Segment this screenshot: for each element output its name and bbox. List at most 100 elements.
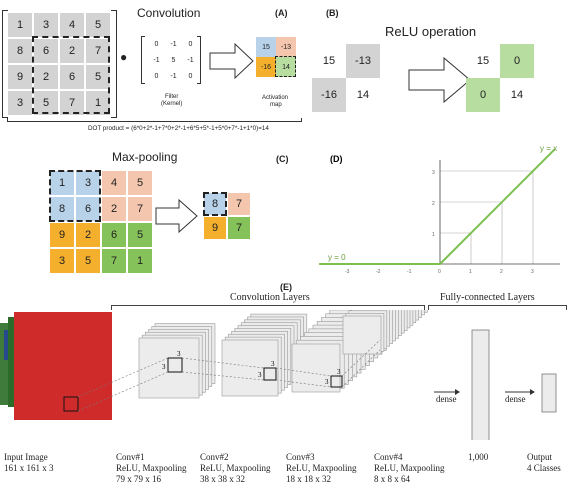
maxpool-arrow [155,198,199,234]
relu-label-y-equals-0: y = 0 [328,253,346,262]
conv3-ops: ReLU, Maxpooling [286,463,357,474]
maxpool-title: Max-pooling [112,150,177,164]
conv2-name: Conv#2 [200,452,271,463]
maxpool-window [49,170,101,222]
relu-graph: (D) 123-3-2-10123 y = x y = 0 [300,140,568,280]
maxpool-input-cell: 1 [127,248,153,274]
conv3-label: Conv#3 ReLU, Maxpooling 18 x 18 x 32 [286,452,357,485]
conv3-name: Conv#3 [286,452,357,463]
panel-label-c: (C) [276,154,289,164]
input-image [0,312,112,420]
graph-x-tick-label: 1 [469,269,472,275]
conv-input-cell: 8 [7,38,33,64]
maxpool-input-cell: 6 [101,222,127,248]
graph-x-tick-label: 2 [500,269,503,275]
kernel-cell: 5 [165,52,182,68]
relu-curve [319,149,555,264]
kernel-cell: 0 [148,36,165,52]
input-image-label: Input Image 161 x 161 x 3 [4,452,54,474]
conv-layers-label: Convolution Layers [230,292,310,303]
maxpool-input-cell: 3 [49,248,75,274]
fc-layers-label: Fully-connected Layers [440,292,535,303]
kernel-size-label: 3 [162,363,166,371]
relu-label-y-equals-x: y = x [540,144,557,153]
relu-after-cell: 15 [466,44,500,78]
relu-before-cell: 14 [346,78,380,112]
maxpool-input-cell: 4 [101,170,127,196]
dot-product-bracket [7,118,302,122]
conv2-ops: ReLU, Maxpooling [200,463,271,474]
dense-label-2: dense [505,394,526,404]
activation-window [275,56,296,77]
kernel-cell: -1 [165,68,182,84]
output-classes: 4 Classes [527,463,561,474]
dot-product-formula: DOT product = (6*0+2*-1+7*0+2*-1+6*5+5*-… [88,125,269,132]
filter-label: Filter [165,94,178,100]
graph-y-tick-label: 3 [432,170,435,176]
dense-label-1: dense [436,394,457,404]
kernel-size-label: 3 [325,378,329,386]
conv3-size: 18 x 18 x 32 [286,474,357,485]
relu-before-cell: -16 [312,78,346,112]
panel-label-a: (A) [275,8,288,18]
activation-cell: 15 [256,37,276,57]
maxpool-input-cell: 5 [127,222,153,248]
relu-after-cell: 0 [500,44,534,78]
conv4-label: Conv#4 ReLU, Maxpooling 8 x 8 x 64 [374,452,445,485]
conv4-ops: ReLU, Maxpooling [374,463,445,474]
conv2-size: 38 x 38 x 32 [200,474,271,485]
graph-y-tick-label: 2 [432,201,435,207]
fc-size-label: 1,000 [468,452,488,462]
maxpool-input-cell: 7 [101,248,127,274]
convolution-operator: ● [120,50,127,64]
kernel-cell: 0 [148,68,165,84]
activation-label-2: map [270,102,282,108]
kernel-bracket-right [197,36,201,84]
graph-x-tick-label: -2 [376,269,381,275]
conv-arrow [209,42,255,80]
activation-label: Activation [262,95,288,101]
maxpool-input-cell: 7 [127,196,153,222]
maxpool-input-cell: 9 [49,222,75,248]
fc-layer-box [472,330,489,440]
activation-cell: -13 [276,37,296,57]
input-image-title: Input Image [4,452,54,463]
panel-label-d: (D) [330,154,343,164]
conv-input-cell: 4 [59,12,85,38]
conv4-name: Conv#4 [374,452,445,463]
conv-sheet [343,316,381,354]
conv1-ops: ReLU, Maxpooling [116,463,187,474]
maxpool-input-cell: 5 [75,248,101,274]
maxpool-output-cell: 7 [227,216,251,240]
relu-after-cell: 0 [466,78,500,112]
graph-y-tick-label: 1 [432,232,435,238]
maxpool-output-cell: 7 [227,192,251,216]
architecture-section: (E) Convolution Layers Fully-connected L… [0,280,568,491]
relu-section: (B) ReLU operation 15-13-1614 150014 [300,0,568,140]
conv2-label: Conv#2 ReLU, Maxpooling 38 x 38 x 32 [200,452,271,485]
graph-x-tick-label: -1 [407,269,412,275]
output-layer-box [542,374,556,412]
graph-x-tick-label: 0 [438,269,441,275]
conv-input-cell: 3 [33,12,59,38]
relu-before-matrix: 15-13-1614 [312,44,380,112]
relu-arrow [408,56,472,104]
kernel-bracket-left [141,36,145,84]
kernel-size-label: 3 [271,360,275,368]
dense-arrow-2-head [530,389,535,395]
maxpool-input-cell: 2 [75,222,101,248]
output-title: Output [527,452,561,463]
input-bracket-right [111,10,117,118]
conv1-label: Conv#1 ReLU, Maxpooling 79 x 79 x 16 [116,452,187,485]
output-label: Output 4 Classes [527,452,561,474]
kernel-size-label: 3 [258,371,262,379]
conv4-size: 8 x 8 x 64 [374,474,445,485]
input-image-size: 161 x 161 x 3 [4,463,54,474]
relu-after-cell: 14 [500,78,534,112]
panel-label-b: (B) [326,8,339,18]
